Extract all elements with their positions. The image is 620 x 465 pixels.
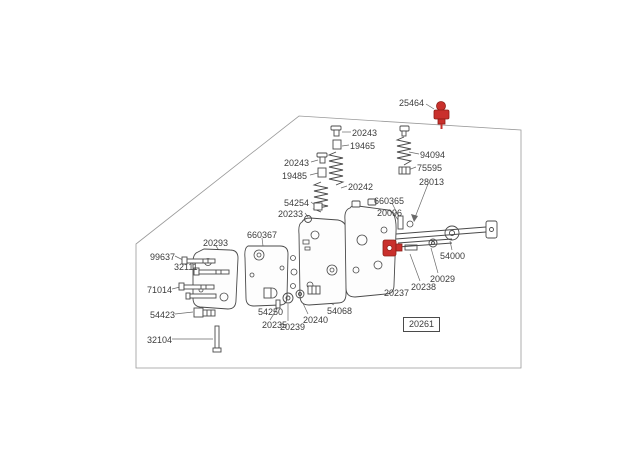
spring-center-stack: [327, 151, 345, 186]
housing-center-body: [298, 217, 349, 306]
part-label-99637[interactable]: 99637: [150, 252, 176, 262]
springs: [312, 136, 413, 213]
part-label-20261[interactable]: 20261: [403, 317, 441, 332]
housing-ports: [198, 220, 414, 302]
part-label-32111[interactable]: 32111: [174, 262, 198, 272]
control-rod-assembly: [395, 220, 498, 251]
part-label-20237[interactable]: 20237: [384, 288, 410, 298]
part-label-54068[interactable]: 54068: [327, 306, 353, 316]
part-label-19485[interactable]: 19485: [282, 171, 308, 181]
part-label-660365[interactable]: 660365: [374, 196, 405, 206]
part-label-75595[interactable]: 75595: [417, 163, 443, 173]
part-label-20243[interactable]: 20243: [284, 158, 310, 168]
bottom-fittings: [263, 285, 321, 309]
part-label-28013[interactable]: 28013: [419, 177, 445, 187]
part-label-71014[interactable]: 71014: [147, 285, 173, 295]
part-label-20029[interactable]: 20029: [430, 274, 456, 284]
part-label-20239[interactable]: 20239: [280, 322, 306, 332]
diagram-boundary: [135, 115, 522, 369]
part-label-20243[interactable]: 20243: [352, 128, 378, 138]
part-label-20242[interactable]: 20242: [348, 182, 374, 192]
part-label-54423[interactable]: 54423: [150, 310, 176, 320]
arrowhead-28013: [411, 214, 418, 222]
part-label-20240[interactable]: 20240: [303, 315, 329, 325]
highlighted-part-coupler: [382, 239, 403, 257]
part-label-54254[interactable]: 54254: [284, 198, 310, 208]
part-label-20293[interactable]: 20293: [203, 238, 229, 248]
part-label-94094[interactable]: 94094: [420, 150, 446, 160]
part-label-660367[interactable]: 660367: [247, 230, 278, 240]
part-label-25464[interactable]: 25464: [399, 98, 425, 108]
part-label-54250[interactable]: 54250: [258, 307, 284, 317]
highlighted-part-25464: [433, 101, 450, 129]
part-label-32104[interactable]: 32104: [147, 335, 173, 345]
spring-left-stack: [312, 181, 329, 213]
bolts-and-studs: [178, 256, 230, 353]
part-label-54000[interactable]: 54000: [440, 251, 466, 261]
valve-stack-parts: [304, 125, 411, 230]
part-label-20238[interactable]: 20238: [411, 282, 437, 292]
part-label-20096[interactable]: 20096: [377, 208, 403, 218]
part-label-20233[interactable]: 20233: [278, 209, 304, 219]
part-label-20235[interactable]: 20235: [262, 320, 288, 330]
part-label-19465[interactable]: 19465: [350, 141, 376, 151]
spring-relief-valve: [395, 136, 413, 166]
